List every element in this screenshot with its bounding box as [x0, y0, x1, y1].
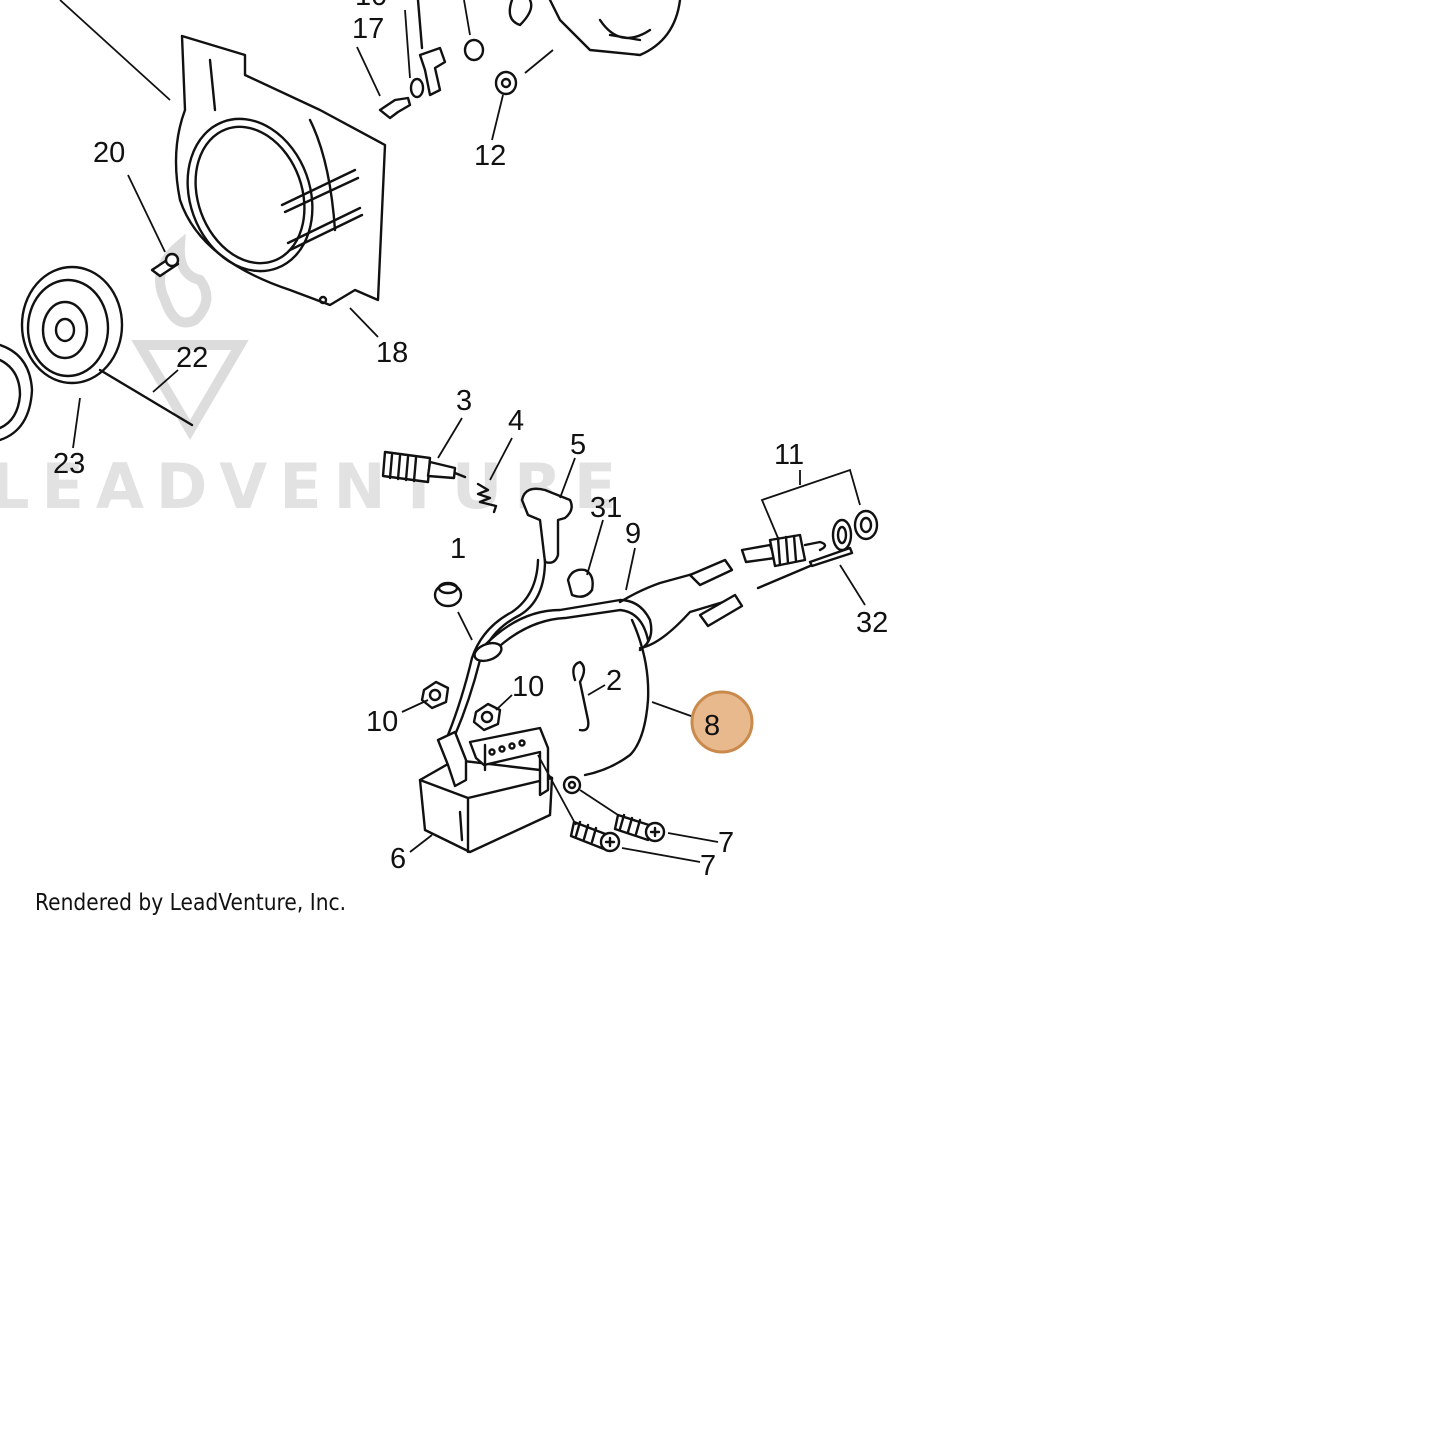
highlight-marker[interactable] — [690, 690, 754, 754]
spring-part — [476, 482, 498, 514]
switch-part — [740, 509, 879, 590]
nut-left-part — [420, 680, 450, 710]
callout-12: 12 — [474, 140, 506, 172]
callout-9: 9 — [625, 518, 641, 550]
callout-4: 4 — [508, 405, 524, 437]
callout-32: 32 — [856, 607, 888, 639]
fan-housing-part — [174, 34, 387, 307]
screw-upper-part — [613, 813, 666, 843]
callout-10-right: 10 — [512, 671, 544, 703]
callout-3: 3 — [456, 385, 472, 417]
clip-part — [572, 660, 590, 732]
callout-11: 11 — [774, 439, 804, 471]
callout-6: 6 — [390, 843, 406, 875]
credit-text: Rendered by LeadVenture, Inc. — [35, 890, 347, 916]
callout-8[interactable]: 8 — [704, 710, 720, 742]
nut-right-part — [472, 702, 502, 732]
spark-plug-part — [381, 450, 467, 484]
ignition-module-part — [418, 726, 554, 854]
upper-fragments — [378, 0, 682, 120]
left-edge-fragment — [0, 343, 34, 442]
plug-cap-part — [520, 487, 573, 564]
callout-22: 22 — [176, 342, 208, 374]
callout-7-lower: 7 — [700, 850, 716, 882]
ring-terminal-part — [562, 775, 582, 795]
callout-18: 18 — [376, 337, 408, 369]
callout-5: 5 — [570, 429, 586, 461]
callout-7-upper: 7 — [718, 827, 734, 859]
grommet-1-part — [433, 581, 463, 608]
callout-10-left: 10 — [366, 706, 398, 738]
pulley-part — [20, 265, 194, 427]
callout-31: 31 — [590, 492, 622, 524]
callout-20: 20 — [93, 137, 125, 169]
wire-harness-part — [446, 558, 744, 777]
callout-23: 23 — [53, 448, 85, 480]
grommet-part — [566, 568, 594, 598]
callout-2: 2 — [606, 665, 622, 697]
screw-lower-part — [569, 820, 621, 853]
callout-10-top: 10 — [355, 0, 387, 12]
callout-17: 17 — [352, 13, 384, 45]
screw-20-part — [150, 252, 180, 278]
watermark-text: LEADVENTURE — [0, 450, 628, 523]
callout-1: 1 — [450, 533, 466, 565]
